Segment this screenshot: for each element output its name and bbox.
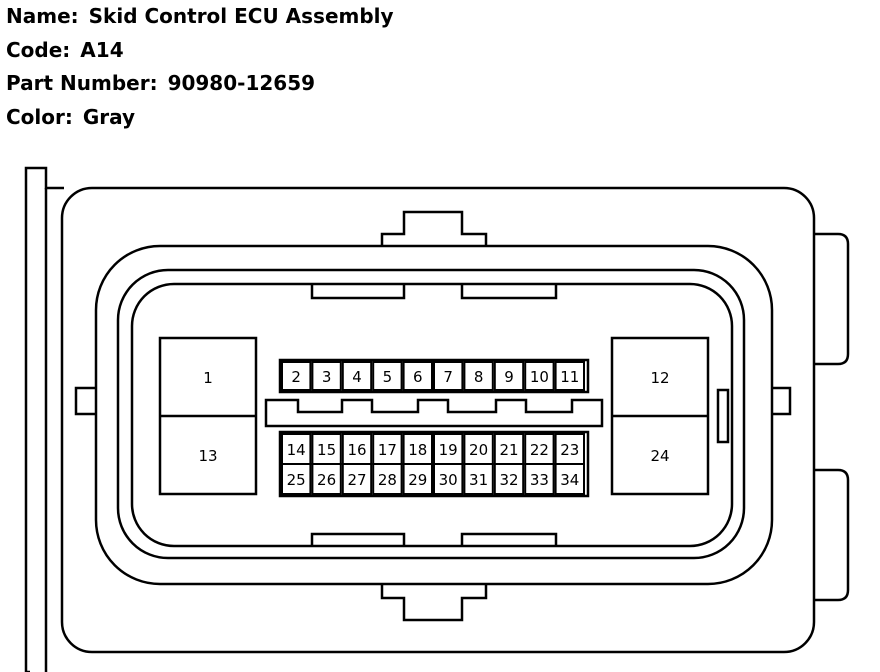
pin-cell-2 <box>281 361 312 391</box>
pin-label-8: 8 <box>474 368 484 386</box>
pin-cell-9 <box>493 361 525 391</box>
pin-label-4: 4 <box>352 368 362 386</box>
pin-cell-4 <box>341 361 373 391</box>
right-notch <box>772 386 792 416</box>
right-tab-bottom <box>814 468 850 602</box>
inner-ring-outer <box>116 268 746 560</box>
left-latch <box>24 166 64 672</box>
pin-label-21: 21 <box>499 441 518 459</box>
pin-label-22: 22 <box>530 441 549 459</box>
pin-label-31: 31 <box>469 471 488 489</box>
pin-label-34: 34 <box>560 471 579 489</box>
pin-label-19: 19 <box>439 441 458 459</box>
pin-cell-33 <box>524 463 555 495</box>
terminal-13: 13 <box>198 447 217 465</box>
pin-label-2: 2 <box>291 368 301 386</box>
terminal-12: 12 <box>650 369 669 387</box>
part-number-value: 90980-12659 <box>167 71 316 95</box>
pin-label-32: 32 <box>499 471 518 489</box>
pin-label-25: 25 <box>287 471 306 489</box>
part-number-label: Part Number: <box>6 71 158 95</box>
pin-label-30: 30 <box>439 471 458 489</box>
pin-cell-3 <box>311 361 342 391</box>
pin-cell-31 <box>463 463 494 495</box>
left-notch <box>74 386 96 416</box>
pin-cell-7 <box>433 361 464 391</box>
pin-label-17: 17 <box>378 441 397 459</box>
pin-label-23: 23 <box>560 441 579 459</box>
pin-cell-11 <box>554 361 585 391</box>
pin-label-11: 11 <box>560 368 579 386</box>
code-line: Code: A14 <box>6 34 394 68</box>
pin-cell-28 <box>372 463 403 495</box>
pin-label-14: 14 <box>287 441 306 459</box>
pin-label-27: 27 <box>347 471 366 489</box>
pin-label-7: 7 <box>443 368 453 386</box>
pin-cell-10 <box>524 361 555 391</box>
pin-cell-30 <box>433 463 464 495</box>
pin-cell-29 <box>402 463 434 495</box>
pin-cell-6 <box>402 361 434 391</box>
bottom-window-right <box>460 532 558 546</box>
pin-label-6: 6 <box>413 368 423 386</box>
pin-label-5: 5 <box>383 368 393 386</box>
color-value: Gray <box>82 104 136 129</box>
inner-ring-inner <box>130 282 734 548</box>
pin-label-15: 15 <box>317 441 336 459</box>
pin-cell-27 <box>341 463 373 495</box>
top-key <box>380 210 488 246</box>
code-value: A14 <box>80 37 124 62</box>
pin-cell-5 <box>372 361 403 391</box>
terminal-1: 1 <box>203 369 213 387</box>
top-window-right <box>460 284 558 300</box>
pin-label-9: 9 <box>504 368 514 386</box>
right-tab-top <box>814 232 850 366</box>
connector-info: Name:Skid Control ECU Assembly Code:A14 … <box>6 0 394 134</box>
color-line: Color: Gray <box>6 101 394 135</box>
part-number-line: Part Number: 90980-12659 <box>6 67 394 101</box>
terminal-24: 24 <box>650 447 669 465</box>
name-value: Skid Control ECU Assembly <box>88 4 394 28</box>
pin-cell-26 <box>311 463 342 495</box>
pin-cell-25 <box>281 463 312 495</box>
pin-label-29: 29 <box>408 471 427 489</box>
color-label: Color: <box>6 104 73 129</box>
pin-grid-top-frame <box>278 358 590 394</box>
pin-label-20: 20 <box>469 441 488 459</box>
outer-housing <box>60 186 816 654</box>
code-label: Code: <box>6 37 71 62</box>
name-line: Name: Skid Control ECU Assembly <box>6 0 394 34</box>
pin-cell-8 <box>463 361 494 391</box>
pin-label-10: 10 <box>530 368 549 386</box>
pin-label-28: 28 <box>378 471 397 489</box>
bottom-window-left <box>310 532 406 546</box>
pin-label-3: 3 <box>322 368 332 386</box>
pin-grid-bottom-frame <box>278 430 590 498</box>
pin-label-18: 18 <box>408 441 427 459</box>
pin-cell-32 <box>493 463 525 495</box>
top-window-left <box>310 284 406 300</box>
name-label: Name: <box>6 4 79 28</box>
pin-label-26: 26 <box>317 471 336 489</box>
pin-label-16: 16 <box>347 441 366 459</box>
pin-cell-34 <box>554 463 585 495</box>
pin-label-33: 33 <box>530 471 549 489</box>
bottom-key <box>380 584 488 622</box>
right-key-block <box>716 388 730 444</box>
center-key-rail <box>264 398 604 428</box>
